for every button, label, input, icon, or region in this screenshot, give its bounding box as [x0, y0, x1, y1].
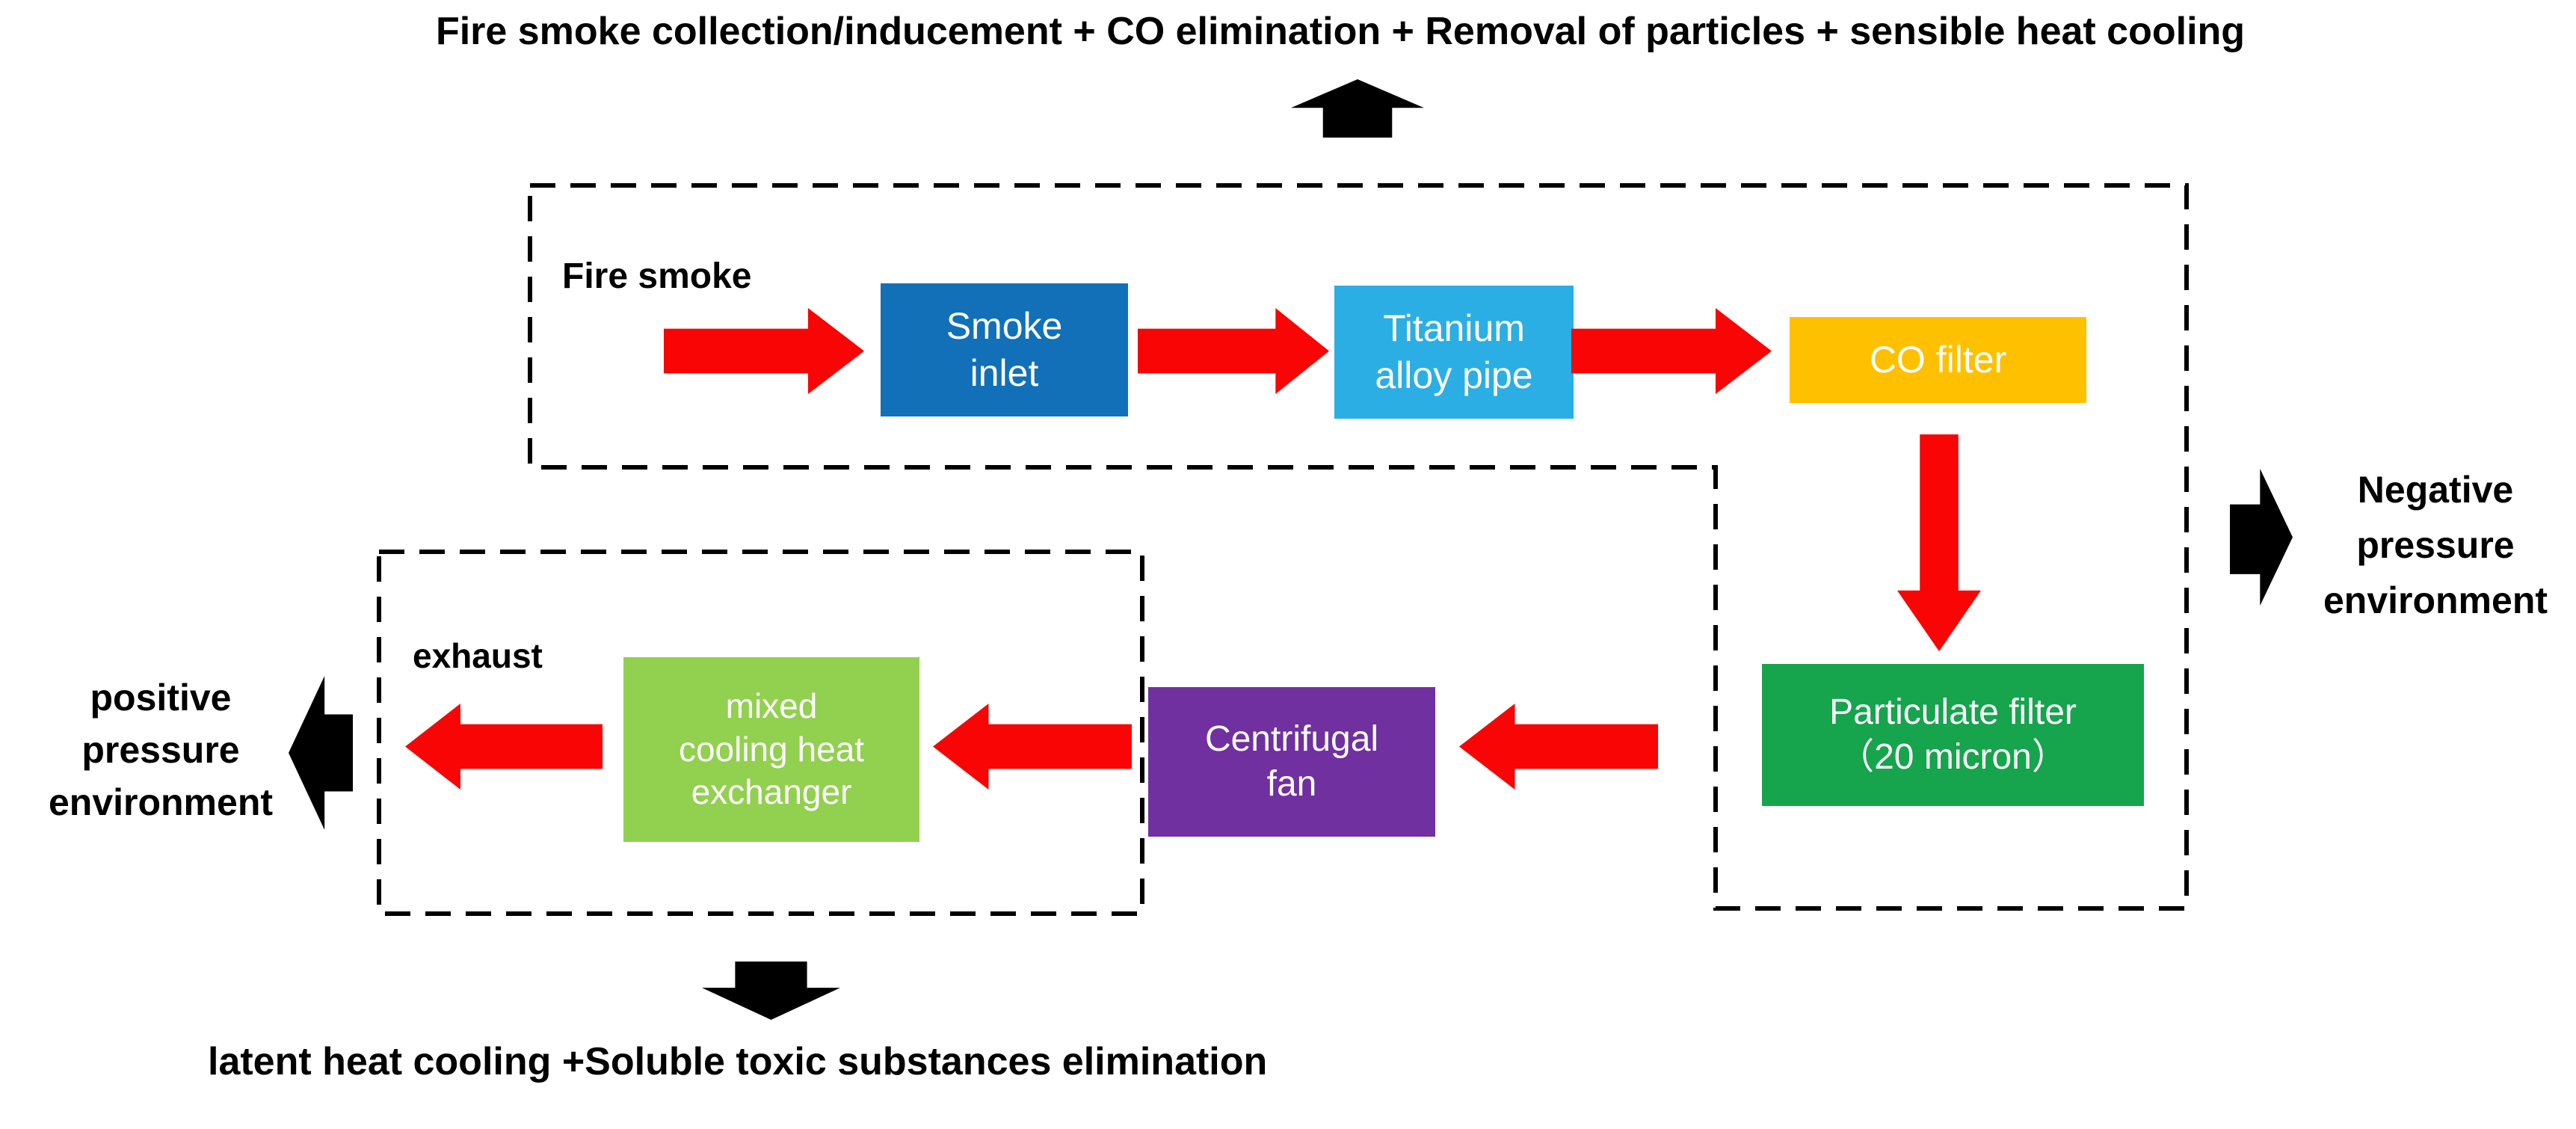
titanium-pipe-label-line1: Titanium	[1383, 307, 1525, 349]
negative-pressure-right-arrow-icon	[2230, 469, 2293, 606]
positive-pressure-line3: environment	[48, 781, 274, 823]
centrifugal-fan-box: Centrifugal fan	[1148, 687, 1435, 837]
heat-exchanger-box: mixed cooling heat exchanger	[623, 657, 919, 842]
arrow-fan-to-exchanger-icon	[933, 704, 1132, 790]
exhaust-label: exhaust	[413, 636, 543, 675]
smoke-inlet-box: Smoke inlet	[881, 283, 1128, 416]
negative-pressure-line2: pressure	[2356, 524, 2515, 566]
negative-pressure-line3: environment	[2323, 579, 2548, 621]
arrow-smoke-to-inlet-icon	[664, 308, 864, 394]
positive-pressure-label: positive pressure environment	[30, 671, 292, 828]
negative-pressure-label: Negative pressure environment	[2301, 462, 2570, 628]
arrow-exchanger-to-exhaust-icon	[405, 704, 603, 790]
particulate-filter-label-line1: Particulate filter	[1829, 692, 2077, 732]
fire-smoke-label: Fire smoke	[562, 256, 752, 296]
arrow-inlet-to-pipe-icon	[1138, 308, 1329, 394]
titanium-alloy-pipe-box: Titanium alloy pipe	[1334, 286, 1574, 419]
smoke-inlet-label-line2: inlet	[970, 352, 1039, 394]
positive-pressure-line2: pressure	[81, 729, 240, 771]
collection-summary-up-arrow-icon	[1291, 79, 1424, 138]
heat-exchanger-label-line2: cooling heat	[678, 729, 865, 769]
positive-pressure-line1: positive	[90, 677, 232, 719]
arrow-pipe-to-cofilter-icon	[1571, 308, 1772, 394]
bottom-caption: latent heat cooling +Soluble toxic subst…	[208, 1040, 1268, 1083]
co-filter-label: CO filter	[1869, 339, 2007, 381]
arrow-particulate-to-fan-icon	[1459, 704, 1658, 790]
heat-exchanger-label-line1: mixed	[725, 686, 818, 725]
positive-pressure-left-arrow-icon	[289, 676, 353, 830]
co-filter-box: CO filter	[1790, 317, 2086, 403]
heat-exchanger-label-line3: exchanger	[691, 772, 852, 812]
arrow-cofilter-to-particulate-icon	[1897, 434, 1981, 651]
centrifugal-fan-label-line1: Centrifugal	[1204, 719, 1379, 759]
particulate-filter-label-line2: （20 micron）	[1838, 737, 2068, 777]
smoke-inlet-label-line1: Smoke	[946, 305, 1063, 347]
centrifugal-fan-label-line2: fan	[1266, 764, 1317, 804]
particulate-filter-box: Particulate filter （20 micron）	[1762, 664, 2144, 806]
titanium-pipe-label-line2: alloy pipe	[1375, 354, 1533, 396]
latent-heat-down-arrow-icon	[702, 962, 840, 1020]
figure-title: Fire smoke collection/inducement + CO el…	[435, 10, 2246, 53]
negative-pressure-line1: Negative	[2357, 469, 2514, 511]
